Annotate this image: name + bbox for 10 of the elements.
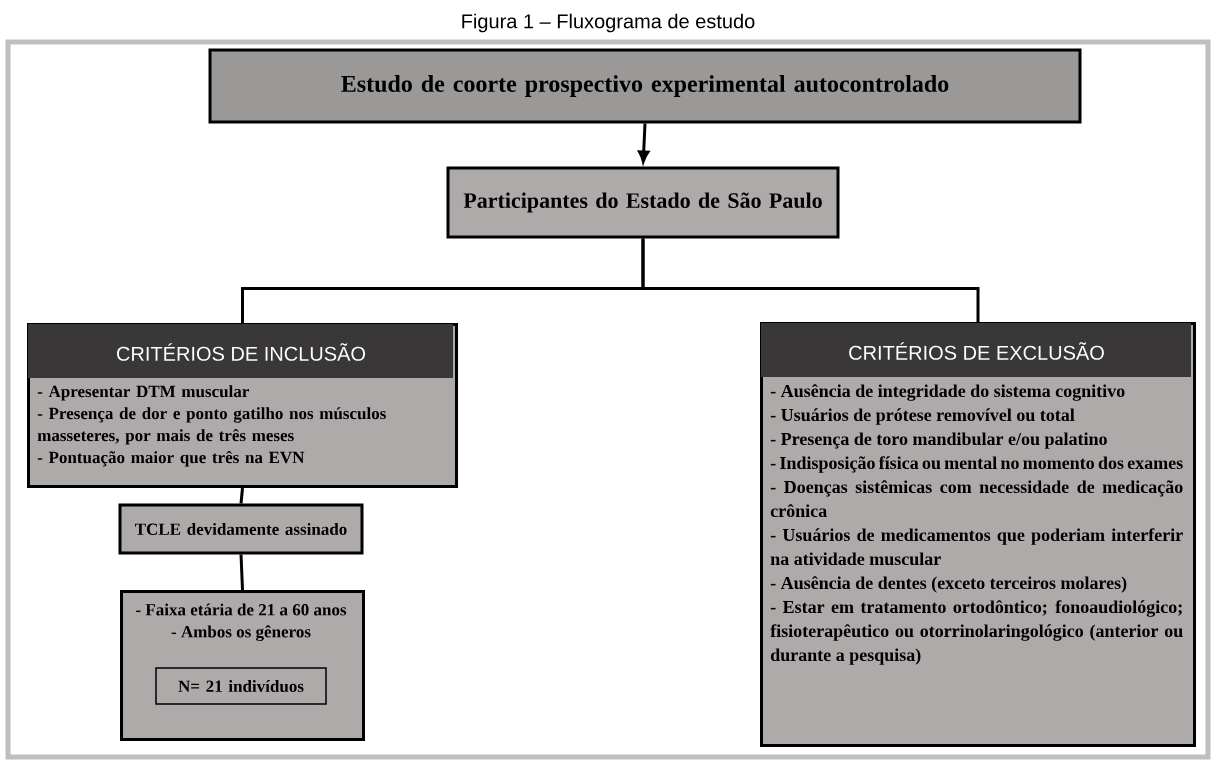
study-box: Estudo de coorte prospectivo experimental autocontrolado: [208, 48, 1082, 124]
participants-box: Participantes do Estado de São Paulo: [446, 166, 840, 239]
criteria-box: CRITÉRIOS DE INCLUSÃO - Apresentar DTM muscular - Presença de dor e ponto gatilho nos músculos masseteres, por mais de três meses - Pontuação maior que três na EVN: [27, 323, 458, 488]
connector: [239, 487, 244, 504]
count-box: N= 21 indivíduos: [155, 667, 327, 705]
figure-title: Figura 1 – Fluxograma de estudo: [462, 13, 755, 33]
process-box: TCLE devidamente assinado: [118, 503, 364, 555]
criteria-box: CRITÉRIOS DE EXCLUSÃO - Ausência de integridade do sistema cognitivo - Usuários de prótese removível ou total - Presença de toro mandibular e/ou palatino - Indisposição física ou mental no momento dos exames - Doenças sistêmicas com necessidade de medicação crônica - Usuários de medicamentos que poderiam interferir na atividade muscular - Ausência de dentes (exceto terceiros molares) - Estar em tratamento ortodôntico; fonoaudiológico; fisioterapêutico ou otorrinolaringológico (anterior ou durante a pesquisa): [760, 322, 1196, 747]
connector: [641, 238, 980, 322]
connector: [239, 554, 244, 591]
